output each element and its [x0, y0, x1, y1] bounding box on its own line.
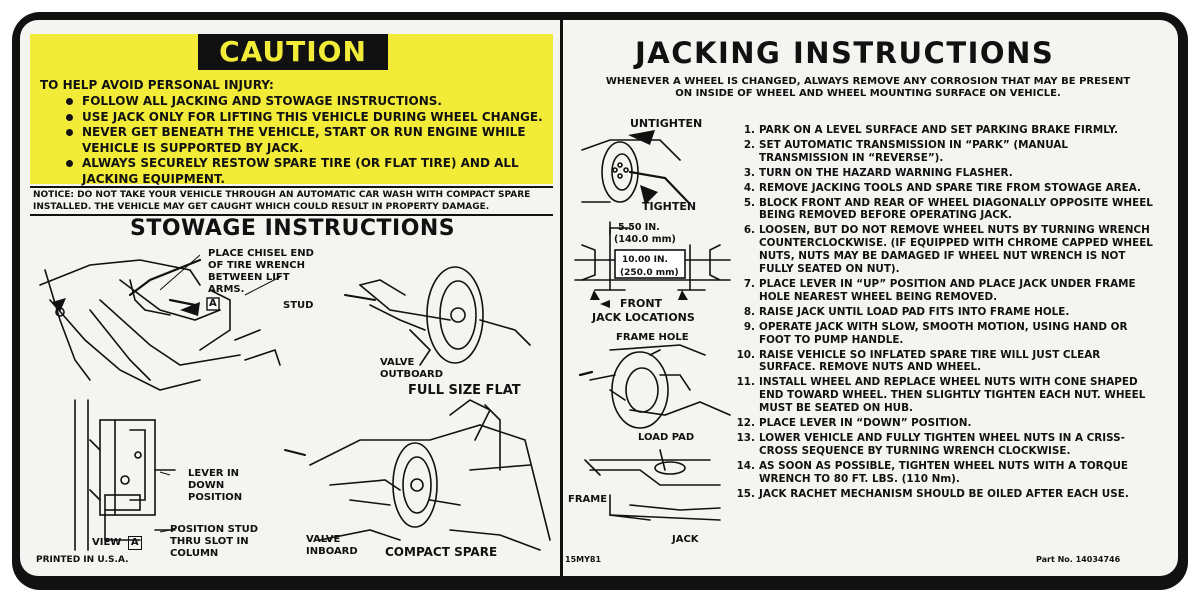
- full-size-flat-label: FULL SIZE FLAT: [408, 383, 521, 398]
- step-item: 9. OPERATE JACK WITH SLOW, SMOOTH MOTION,…: [735, 321, 1160, 347]
- step-text: OPERATE JACK WITH SLOW, SMOOTH MOTION, U…: [759, 320, 1128, 346]
- dim1-mm-label: (140.0 mm): [614, 234, 676, 245]
- stud-label: STUD: [283, 300, 314, 311]
- dim2-mm-label: (250.0 mm): [620, 268, 679, 278]
- compact-spare-drawing: [284, 399, 551, 551]
- step-text: BLOCK FRONT AND REAR OF WHEEL DIAGONALLY…: [759, 196, 1153, 222]
- step-item: 1. PARK ON A LEVEL SURFACE AND SET PARKIN…: [735, 124, 1160, 137]
- view-a-label: VIEW A: [92, 536, 142, 550]
- load-pad-drawing: [584, 449, 721, 521]
- trunk-wrench-drawing: [39, 258, 281, 391]
- view-a-arrow-label: A: [209, 298, 217, 309]
- step-number: 12.: [736, 417, 755, 430]
- step-item: 5. BLOCK FRONT AND REAR OF WHEEL DIAGONAL…: [735, 197, 1160, 223]
- code-label: 15MY81: [565, 555, 602, 564]
- step-number: 4.: [743, 181, 755, 194]
- step-text: RAISE JACK UNTIL LOAD PAD FITS INTO FRAM…: [759, 305, 1070, 318]
- caution-list: FOLLOW ALL JACKING AND STOWAGE INSTRUCTI…: [62, 94, 552, 187]
- valve-outboard-label: VALVE OUTBOARD: [380, 357, 444, 380]
- step-number: 15.: [736, 487, 755, 500]
- caution-item: ALWAYS SECURELY RESTOW SPARE TIRE (OR FL…: [62, 156, 552, 187]
- notice-text: NOTICE: DO NOT TAKE YOUR VEHICLE THROUGH…: [33, 190, 531, 212]
- step-item: 8. RAISE JACK UNTIL LOAD PAD FITS INTO FR…: [735, 306, 1160, 319]
- notice-rule-bottom: [30, 214, 553, 216]
- front-label: FRONT: [620, 297, 663, 310]
- full-size-flat-drawing: [344, 266, 531, 366]
- step-text: RAISE VEHICLE SO INFLATED SPARE TIRE WIL…: [759, 348, 1101, 374]
- view-a-letter: A: [127, 536, 142, 550]
- panel-divider: [560, 20, 563, 576]
- step-number: 13.: [736, 431, 755, 444]
- step-number: 1.: [743, 124, 755, 136]
- printed-label: PRINTED IN U.S.A.: [36, 555, 129, 565]
- step-item: 4. REMOVE JACKING TOOLS AND SPARE TIRE FR…: [735, 182, 1160, 195]
- step-number: 6.: [743, 224, 755, 237]
- caution-item: NEVER GET BENEATH THE VEHICLE, START OR …: [62, 125, 552, 156]
- jack-locations-drawing: [574, 221, 731, 291]
- step-number: 11.: [736, 376, 755, 389]
- step-item: 3. TURN ON THE HAZARD WARNING FLASHER.: [735, 167, 1160, 180]
- step-item: 7. PLACE LEVER IN “UP” POSITION AND PLACE…: [735, 278, 1160, 304]
- step-text: INSTALL WHEEL AND REPLACE WHEEL NUTS WIT…: [759, 376, 1146, 415]
- wheel-wrench-drawing: [581, 139, 690, 204]
- step-item: 12. PLACE LEVER IN “DOWN” POSITION.: [735, 417, 1160, 430]
- jack-locations-label: JACK LOCATIONS: [592, 311, 695, 324]
- right-panel: [563, 20, 1178, 576]
- step-text: LOWER VEHICLE AND FULLY TIGHTEN WHEEL NU…: [759, 431, 1125, 457]
- step-number: 10.: [736, 348, 755, 361]
- position-stud-label: POSITION STUD THRU SLOT IN COLUMN: [170, 524, 259, 559]
- step-text: TURN ON THE HAZARD WARNING FLASHER.: [759, 166, 1013, 179]
- caution-item: USE JACK ONLY FOR LIFTING THIS VEHICLE D…: [62, 110, 552, 126]
- valve-inboard-label: VALVE INBOARD: [306, 534, 358, 557]
- jack-label: JACK: [672, 534, 699, 545]
- view-a-drawing: [74, 399, 176, 551]
- step-item: 6. LOOSEN, BUT DO NOT REMOVE WHEEL NUTS B…: [735, 224, 1160, 276]
- jacking-title: JACKING INSTRUCTIONS: [635, 36, 1055, 70]
- notice-rule-top: [30, 186, 553, 188]
- step-text: PLACE LEVER IN “DOWN” POSITION.: [759, 417, 972, 430]
- dim2-label: 10.00 IN.: [622, 255, 668, 265]
- step-number: 7.: [743, 277, 755, 290]
- step-item: 10. RAISE VEHICLE SO INFLATED SPARE TIRE …: [735, 349, 1160, 375]
- step-text: PLACE LEVER IN “UP” POSITION AND PLACE J…: [759, 277, 1136, 303]
- frame-hole-label: FRAME HOLE: [616, 332, 689, 343]
- step-number: 8.: [743, 305, 755, 318]
- step-number: 2.: [743, 138, 755, 151]
- jacking-intro: WHENEVER A WHEEL IS CHANGED, ALWAYS REMO…: [605, 76, 1131, 99]
- compact-spare-label: COMPACT SPARE: [385, 545, 498, 559]
- step-number: 5.: [743, 196, 755, 209]
- lever-label: LEVER IN DOWN POSITION: [188, 468, 243, 503]
- jacking-illustrations: [574, 130, 731, 521]
- step-item: 13. LOWER VEHICLE AND FULLY TIGHTEN WHEEL…: [735, 432, 1160, 458]
- step-text: LOOSEN, BUT DO NOT REMOVE WHEEL NUTS BY …: [759, 224, 1153, 276]
- caution-intro: TO HELP AVOID PERSONAL INJURY:: [40, 78, 274, 92]
- step-text: AS SOON AS POSSIBLE, TIGHTEN WHEEL NUTS …: [759, 459, 1129, 485]
- stowage-illustrations: [39, 254, 551, 551]
- step-item: 15. JACK RACHET MECHANISM SHOULD BE OILED…: [735, 488, 1160, 501]
- frame-label: FRAME: [568, 494, 608, 505]
- load-pad-label: LOAD PAD: [638, 432, 695, 443]
- step-number: 9.: [743, 320, 755, 333]
- jack-lift-drawing: [578, 344, 731, 429]
- step-item: 2. SET AUTOMATIC TRANSMISSION IN “PARK” (…: [735, 139, 1160, 165]
- step-number: 3.: [743, 166, 755, 179]
- dim1-label: 5.50 IN.: [618, 222, 660, 233]
- jacking-steps: 1. PARK ON A LEVEL SURFACE AND SET PARKIN…: [735, 124, 1160, 500]
- stowage-title: STOWAGE INSTRUCTIONS: [130, 216, 456, 241]
- part-number-label: Part No. 14034746: [1036, 555, 1121, 564]
- step-text: REMOVE JACKING TOOLS AND SPARE TIRE FROM…: [759, 181, 1141, 194]
- step-number: 14.: [736, 459, 755, 472]
- step-text: SET AUTOMATIC TRANSMISSION IN “PARK” (MA…: [759, 138, 1068, 164]
- chisel-label: PLACE CHISEL END OF TIRE WRENCH BETWEEN …: [208, 248, 314, 295]
- step-item: 14. AS SOON AS POSSIBLE, TIGHTEN WHEEL NU…: [735, 460, 1160, 486]
- caution-title: CAUTION: [198, 34, 388, 70]
- tighten-label: TIGHTEN: [642, 200, 697, 213]
- step-text: PARK ON A LEVEL SURFACE AND SET PARKING …: [759, 124, 1118, 136]
- view-a-word: VIEW: [92, 537, 122, 548]
- step-item: 11. INSTALL WHEEL AND REPLACE WHEEL NUTS …: [735, 376, 1160, 415]
- caution-item: FOLLOW ALL JACKING AND STOWAGE INSTRUCTI…: [62, 94, 552, 110]
- untighten-label: UNTIGHTEN: [630, 117, 703, 130]
- step-text: JACK RACHET MECHANISM SHOULD BE OILED AF…: [759, 487, 1129, 500]
